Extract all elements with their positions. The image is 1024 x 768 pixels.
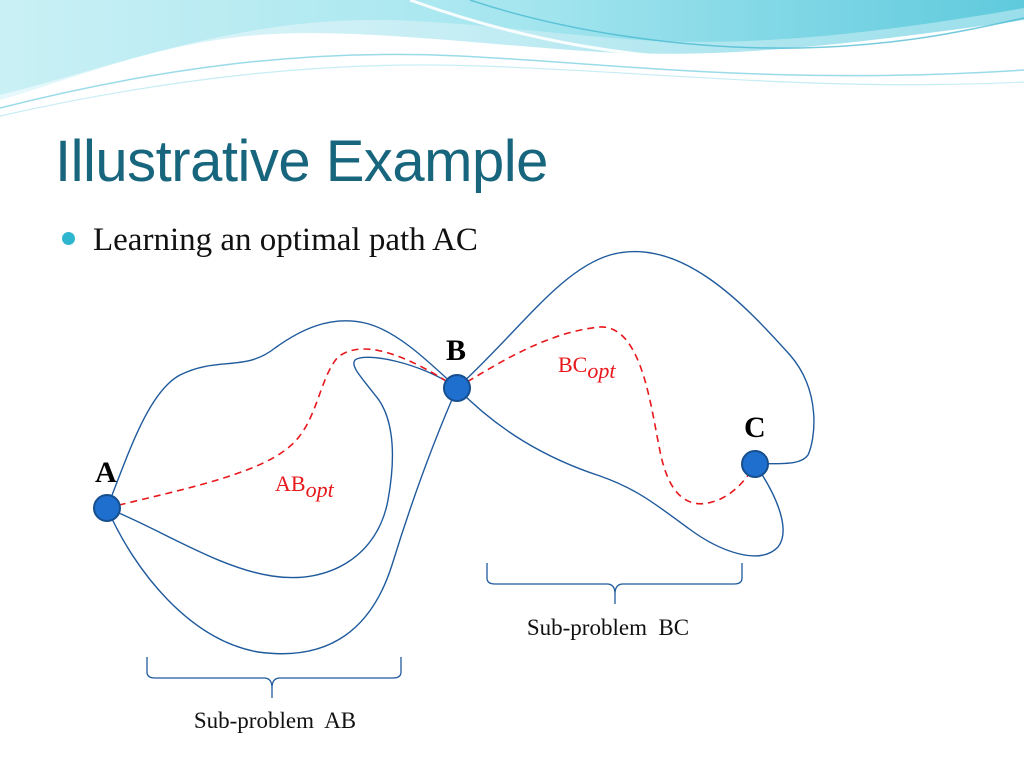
bc-opt-base: BC [558, 352, 587, 377]
bc-opt-label: BCopt [558, 352, 616, 383]
path-bc-upper [456, 250, 815, 465]
optimal-path-bc [456, 326, 756, 505]
subproblem-bc-label: Sub-problem BC [527, 615, 689, 640]
subproblem-ab-label: Sub-problem AB [194, 708, 356, 733]
node-b [443, 374, 471, 402]
ab-opt-subscript: opt [306, 477, 335, 502]
path-ab-middle [106, 356, 458, 579]
bullet-item: Learning an optimal path AC [62, 222, 478, 259]
bullet-dot-icon [62, 232, 75, 245]
bc-opt-subscript: opt [587, 358, 616, 383]
bullet-text: Learning an optimal path AC [93, 222, 478, 258]
brace-subproblem-bc [486, 563, 743, 604]
path-bc-lower [456, 387, 784, 557]
header-wave-decoration [0, 0, 1024, 117]
node-label-b: B [446, 334, 466, 367]
node-a [93, 494, 121, 522]
brace-subproblem-ab [146, 657, 402, 698]
node-c [741, 450, 769, 478]
node-label-a: A [95, 456, 117, 489]
node-label-c: C [744, 411, 766, 444]
path-ab-upper [106, 320, 458, 509]
ab-opt-label: ABopt [275, 471, 335, 502]
slide-title: Illustrative Example [55, 129, 548, 194]
optimal-path-ab [106, 348, 458, 509]
path-ab-lower [106, 387, 458, 655]
ab-opt-base: AB [275, 471, 306, 496]
